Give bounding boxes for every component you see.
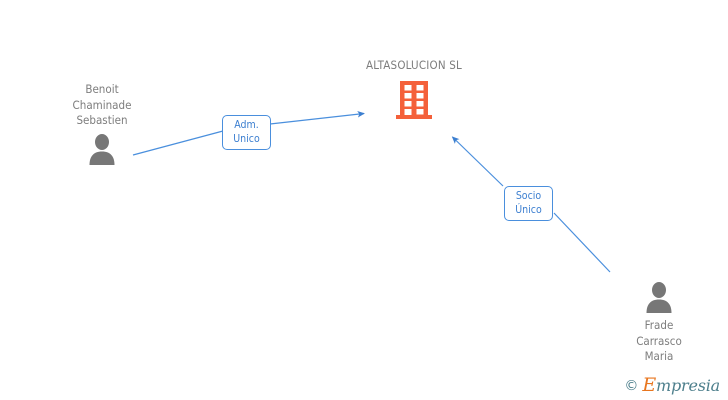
company-node[interactable]: ALTASOLUCION SL (348, 58, 480, 120)
relation-label-adm-unico[interactable]: Adm. Unico (222, 115, 271, 150)
person-node-frade[interactable]: Frade Carrasco Maria (589, 281, 728, 365)
building-icon (396, 81, 432, 119)
copyright-icon: © (624, 377, 639, 394)
relation-label-line: Adm. (234, 119, 259, 131)
connector-adm-unico-right (269, 110, 365, 125)
person-icon (89, 133, 115, 165)
person-name-line: Carrasco (636, 333, 682, 348)
brand-initial: E (642, 374, 656, 396)
relation-label-line: Único (515, 204, 542, 216)
person-node-benoit[interactable]: Benoit Chaminade Sebastien (32, 82, 172, 165)
person-name-frade: Frade Carrasco Maria (589, 318, 728, 365)
connector-socio-unico-upper (451, 136, 504, 187)
connector-adm-unico-left (132, 130, 224, 156)
company-name: ALTASOLUCION SL (366, 58, 462, 72)
person-icon (646, 282, 672, 313)
relation-label-socio-unico[interactable]: Socio Único (504, 186, 553, 221)
brand-rest: mpresia (656, 376, 720, 395)
brand-name: Empresia (642, 376, 720, 395)
person-name-line: Sebastien (76, 113, 128, 127)
watermark-empresia: © Empresia (624, 376, 720, 395)
relation-label-line: Socio (515, 190, 542, 202)
person-name-line: Frade (644, 318, 674, 332)
person-name-line: Maria (644, 349, 674, 363)
person-name-benoit: Benoit Chaminade Sebastien (32, 82, 172, 129)
person-name-line: Benoit (85, 82, 119, 96)
connector-socio-unico-lower (553, 212, 611, 273)
relation-label-line: Unico (233, 133, 260, 145)
person-name-line: Chaminade (72, 97, 132, 112)
